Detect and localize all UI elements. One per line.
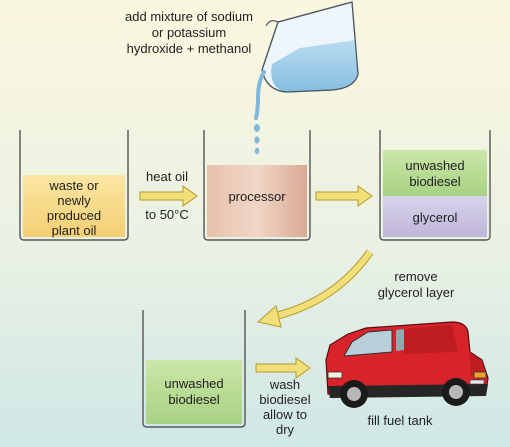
instruction-line-3: hydroxide + methanol: [126, 41, 252, 56]
biodiesel-layer-line-1: unwashed: [405, 158, 465, 173]
remove-label-line-2: glycerol layer: [377, 285, 455, 300]
beaker-processor: [203, 130, 311, 241]
processor-label: processor: [228, 189, 286, 204]
remove-label-line-1: remove: [394, 269, 438, 284]
unwashed-label-line-2: biodiesel: [168, 392, 220, 407]
unwashed-label-line-1: unwashed: [164, 376, 224, 391]
wash-label-line-3: allow to: [262, 407, 308, 422]
glycerol-layer-label: glycerol: [412, 210, 458, 225]
arrow-wash: [255, 357, 311, 379]
van-icon: [325, 321, 489, 408]
beaker-separated: [379, 130, 491, 241]
instruction-line-2: or potassium: [151, 25, 227, 40]
arrow-heat-oil: [139, 185, 198, 207]
arrow-to-separation: [315, 185, 373, 207]
oil-label-line-4: plant oil: [51, 223, 97, 238]
biodiesel-layer-line-2: biodiesel: [409, 174, 461, 189]
oil-label-line-2: newly: [57, 193, 91, 208]
oil-label-line-1: waste or: [49, 178, 99, 193]
arrow-remove-glycerol: [256, 249, 374, 328]
oil-label-line-3: produced: [46, 208, 102, 223]
beaker-unwashed: [142, 310, 246, 428]
wash-label-line-4: dry: [275, 422, 295, 437]
beaker-oil: [19, 130, 129, 241]
measuring-jug-icon: [254, 1, 359, 120]
wash-label-line-2: biodiesel: [259, 392, 311, 407]
instruction-line-1: add mixture of sodium: [125, 9, 253, 24]
fill-fuel-tank-label: fill fuel tank: [367, 413, 433, 428]
wash-label-line-1: wash: [269, 377, 301, 392]
temperature-label: to 50°C: [145, 207, 189, 222]
heat-oil-label: heat oil: [146, 169, 188, 184]
methanol-drops: [254, 124, 260, 155]
